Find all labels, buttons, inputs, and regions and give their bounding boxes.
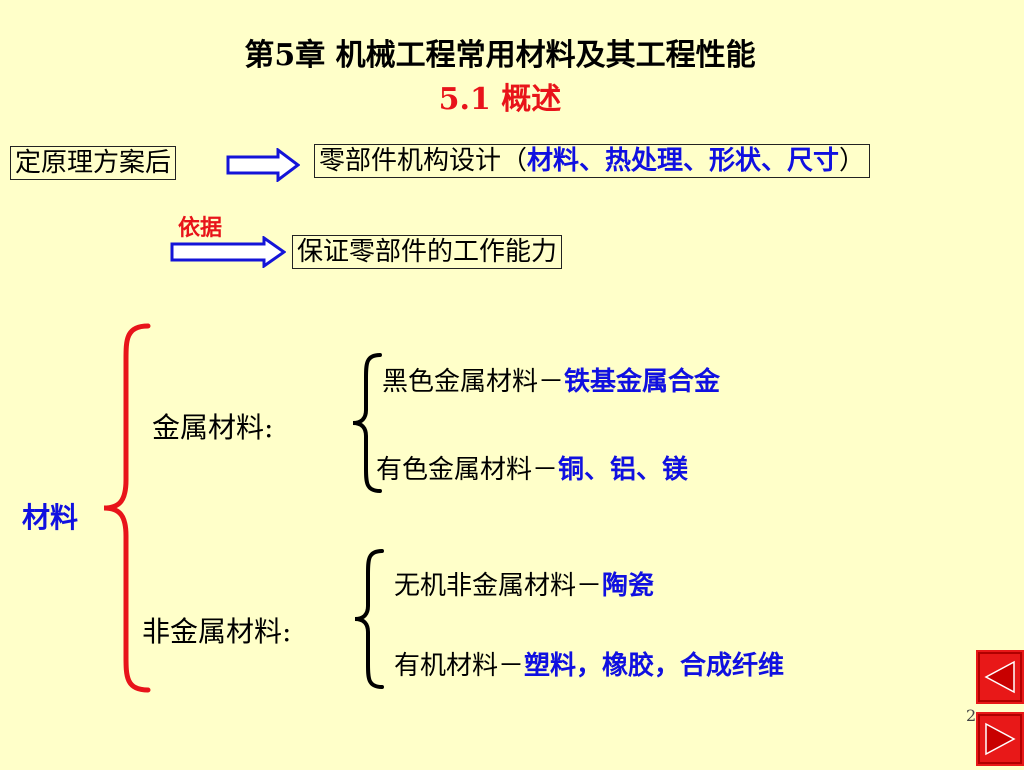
work-capability-box: 保证零部件的工作能力 <box>292 235 563 269</box>
component-design-detail: 材料、热处理、形状、尺寸 <box>527 146 840 176</box>
design-start-text: 定原理方案后 <box>15 148 172 178</box>
component-design-box: 零部件机构设计（材料、热处理、形状、尺寸） <box>314 144 871 178</box>
triangle-left-icon <box>978 652 1022 702</box>
component-design-prefix: 零部件机构设计（ <box>319 146 528 176</box>
design-start-box: 定原理方案后 <box>10 146 177 180</box>
triangle-right-icon <box>978 714 1022 764</box>
inorganic-nonmetal-text: 无机非金属材料－ <box>394 571 603 601</box>
basis-label: 依据 <box>178 215 223 241</box>
ferrous-metals-item: 黑色金属材料－铁基金属合金 <box>382 366 720 398</box>
component-design-suffix: ） <box>839 146 866 176</box>
prev-slide-button[interactable] <box>976 650 1024 704</box>
nonferrous-metals-item: 有色金属材料－铜、铝、镁 <box>376 454 688 486</box>
ferrous-metals-detail: 铁基金属合金 <box>564 367 721 397</box>
inorganic-nonmetal-detail: 陶瓷 <box>602 571 655 601</box>
slide-title: 第5章 机械工程常用材料及其工程性能 <box>244 38 756 73</box>
materials-root-label: 材料 <box>22 501 79 534</box>
big-brace-icon <box>103 323 151 693</box>
page-number: 2 <box>966 706 977 725</box>
organic-materials-detail: 塑料，橡胶，合成纤维 <box>524 651 785 681</box>
metal-materials-label: 金属材料: <box>152 411 274 444</box>
next-slide-button[interactable] <box>976 712 1024 766</box>
organic-materials-item: 有机材料－塑料，橡胶，合成纤维 <box>394 650 784 682</box>
organic-materials-text: 有机材料－ <box>394 651 525 681</box>
work-capability-text: 保证零部件的工作能力 <box>297 237 558 267</box>
double-arrow-1-icon <box>226 148 300 182</box>
metal-brace-icon <box>352 353 382 493</box>
ferrous-metals-text: 黑色金属材料－ <box>382 367 565 397</box>
nonferrous-metals-text: 有色金属材料－ <box>376 455 559 485</box>
nonmetal-brace-icon <box>354 549 384 689</box>
nonferrous-metals-detail: 铜、铝、镁 <box>558 455 689 485</box>
inorganic-nonmetal-item: 无机非金属材料－陶瓷 <box>394 570 654 602</box>
section-title: 5.1 概述 <box>438 82 562 117</box>
nonmetal-materials-label: 非金属材料: <box>142 615 292 648</box>
double-arrow-2-icon <box>170 236 286 268</box>
